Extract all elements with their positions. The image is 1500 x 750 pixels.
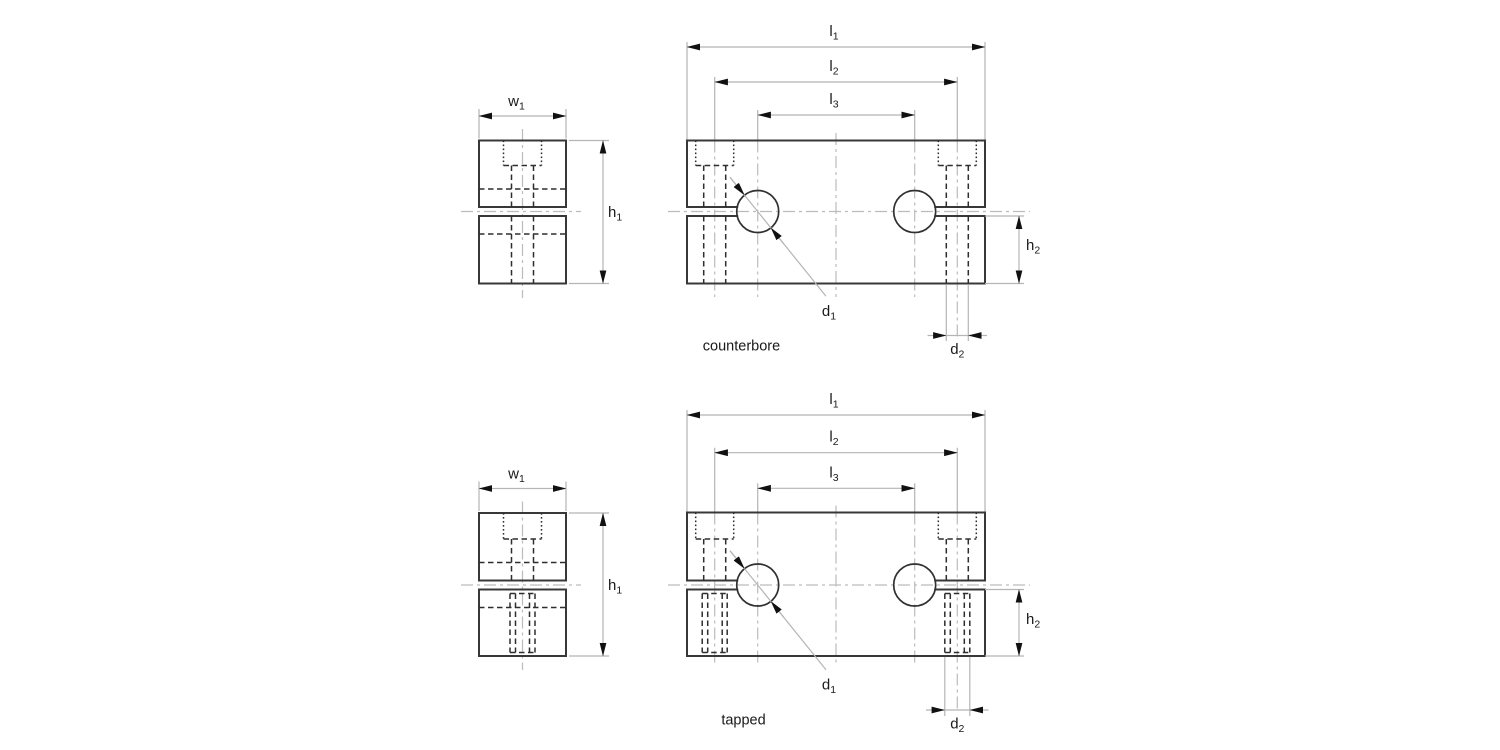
clamp-bore-right — [892, 563, 937, 607]
dim-h1: h1 — [569, 512, 622, 657]
extension-lines — [945, 285, 969, 341]
dim-label-d1: d1 — [822, 303, 836, 323]
upper-block-outline — [686, 511, 986, 582]
leader-arrow-lower — [770, 227, 785, 245]
dim-label-w1: w1 — [507, 93, 525, 113]
dim-d2: d2 — [927, 285, 987, 361]
vertical-centerlines — [714, 505, 958, 712]
dim-d2: d2 — [926, 657, 989, 735]
dim-label-l2: l2 — [829, 58, 838, 78]
dim-d1: d1 — [729, 550, 836, 697]
upper-block-outline — [686, 139, 986, 208]
bore-silhouette-hidden-lines — [479, 561, 566, 609]
tapped-front-view: l1 l2 l3 h2 d2 — [668, 391, 1040, 735]
tapped-side-view: w1 h1 — [461, 466, 622, 670]
extension-lines-top — [686, 42, 986, 140]
dim-label-l2: l2 — [829, 429, 838, 449]
dim-label-d2: d2 — [950, 341, 964, 361]
dim-l1: l1 — [686, 391, 986, 419]
dim-h1: h1 — [569, 139, 622, 285]
clamp-bore-right — [892, 189, 937, 234]
dim-label-l1: l1 — [829, 23, 838, 43]
dim-label-d2: d2 — [950, 716, 964, 736]
leader-arrow-upper — [729, 176, 745, 196]
extension-lines — [985, 215, 1024, 285]
counterbore-front-view: l1 l2 l3 h2 d2 — [668, 23, 1040, 361]
counterbore-side-view: w1 h1 — [461, 93, 622, 298]
extension-lines — [944, 657, 971, 716]
extension-lines-top — [686, 410, 986, 512]
through-hole-hidden-lines — [702, 539, 970, 581]
tapped-hole-hidden-lines — [701, 592, 971, 654]
dim-h2: h2 — [985, 588, 1040, 657]
clamp-bore-left — [735, 189, 780, 234]
counterbore-variant: w1 h1 l1 l2 — [461, 23, 1040, 361]
dim-l1: l1 — [686, 23, 986, 51]
dim-w1: w1 — [478, 93, 567, 139]
leader-arrow-upper — [729, 550, 745, 570]
dim-w1: w1 — [478, 466, 567, 511]
dim-label-h2: h2 — [1026, 237, 1040, 257]
dim-label-l3: l3 — [829, 464, 838, 484]
dim-label-l3: l3 — [829, 91, 838, 111]
dim-label-h2: h2 — [1026, 611, 1040, 631]
extension-lines — [985, 588, 1024, 657]
dim-label-h1: h1 — [608, 204, 622, 224]
lower-block-outline — [478, 588, 567, 657]
counterbore-hidden-lines — [694, 512, 978, 539]
dim-label-h1: h1 — [608, 577, 622, 597]
lower-block-outline — [686, 215, 986, 285]
dim-l3: l3 — [757, 91, 916, 119]
lower-block-outline — [686, 588, 986, 657]
dim-h2: h2 — [985, 215, 1040, 285]
tapped-hole-hidden-lines — [509, 592, 536, 654]
upper-block-outline — [478, 139, 567, 208]
through-hole-hidden-lines — [702, 165, 970, 284]
vertical-centerlines — [714, 133, 958, 339]
dim-l2: l2 — [714, 58, 958, 86]
caption-tapped: tapped — [721, 713, 765, 729]
caption-counterbore: counterbore — [703, 339, 780, 355]
dim-d1: d1 — [729, 176, 836, 323]
counterbore-hidden-lines — [502, 513, 543, 539]
counterbore-hidden-lines — [694, 140, 978, 166]
through-hole-hidden-lines — [510, 539, 535, 581]
dim-l3: l3 — [757, 464, 916, 492]
upper-block-outline — [478, 512, 567, 582]
through-hole-hidden-lines — [510, 165, 535, 284]
dim-label-d1: d1 — [822, 677, 836, 697]
lower-block-outline — [478, 215, 567, 285]
dim-label-l1: l1 — [829, 391, 838, 411]
leader-arrow-lower — [770, 600, 785, 618]
dim-label-w1: w1 — [507, 466, 525, 486]
clamp-bore-left — [735, 563, 780, 607]
bore-silhouette-hidden-lines — [479, 188, 566, 235]
dim-l2: l2 — [714, 429, 958, 457]
tapped-variant: w1 h1 l1 — [461, 391, 1040, 735]
counterbore-hidden-lines — [502, 140, 543, 166]
